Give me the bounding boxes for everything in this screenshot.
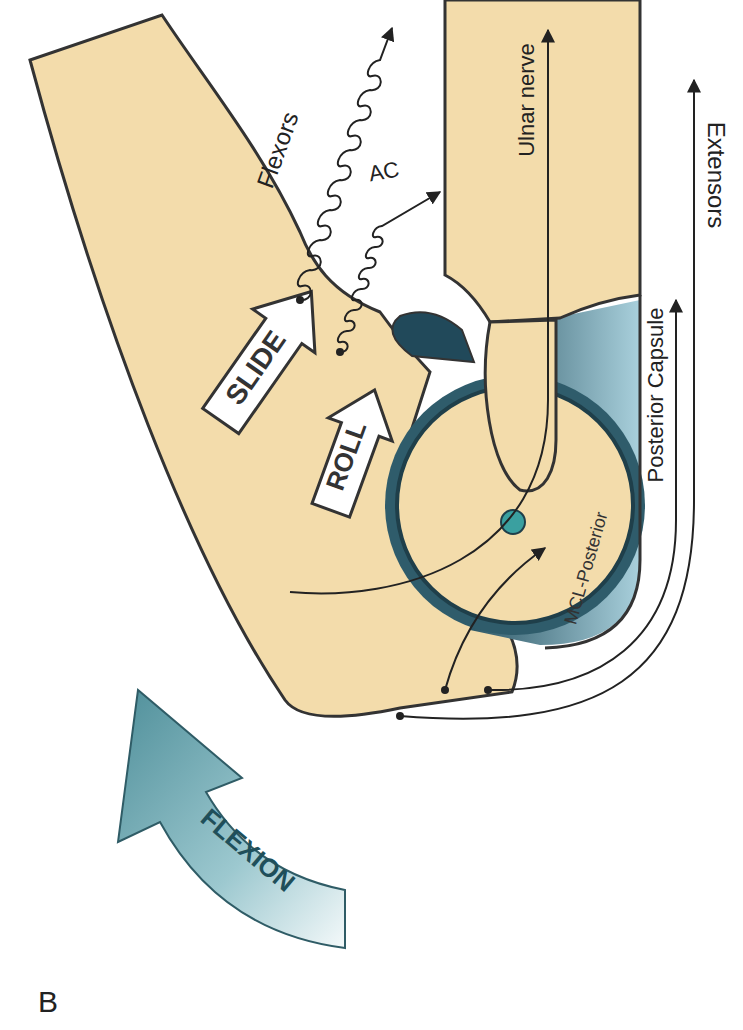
capsule-outline xyxy=(545,295,640,648)
flexion-arrow xyxy=(118,690,345,948)
ac-spring xyxy=(338,192,440,352)
extensors-line xyxy=(400,80,694,719)
roll-arrow xyxy=(299,378,407,522)
ulnar-nerve-line xyxy=(290,30,548,593)
capsule-label: Posterior Capsule xyxy=(645,308,667,483)
origin-dot xyxy=(336,348,344,356)
slide-arrow xyxy=(190,270,343,443)
structure-label: AC xyxy=(367,159,401,186)
origin-dot xyxy=(396,712,404,720)
nerve-label: Ulnar nerve xyxy=(516,43,538,157)
origin-dot xyxy=(441,686,449,694)
anterior-capsule xyxy=(392,312,474,362)
forearm xyxy=(445,0,640,322)
coronoid-process xyxy=(485,320,556,491)
mcl-line xyxy=(445,548,545,690)
muscle-label: Flexors xyxy=(253,109,302,191)
muscle-label: Extensors xyxy=(704,122,728,229)
posterior-capsule-line xyxy=(488,300,676,690)
panel-letter: B xyxy=(38,987,58,1017)
origin-dot xyxy=(296,296,304,304)
origin-dot xyxy=(484,686,492,694)
